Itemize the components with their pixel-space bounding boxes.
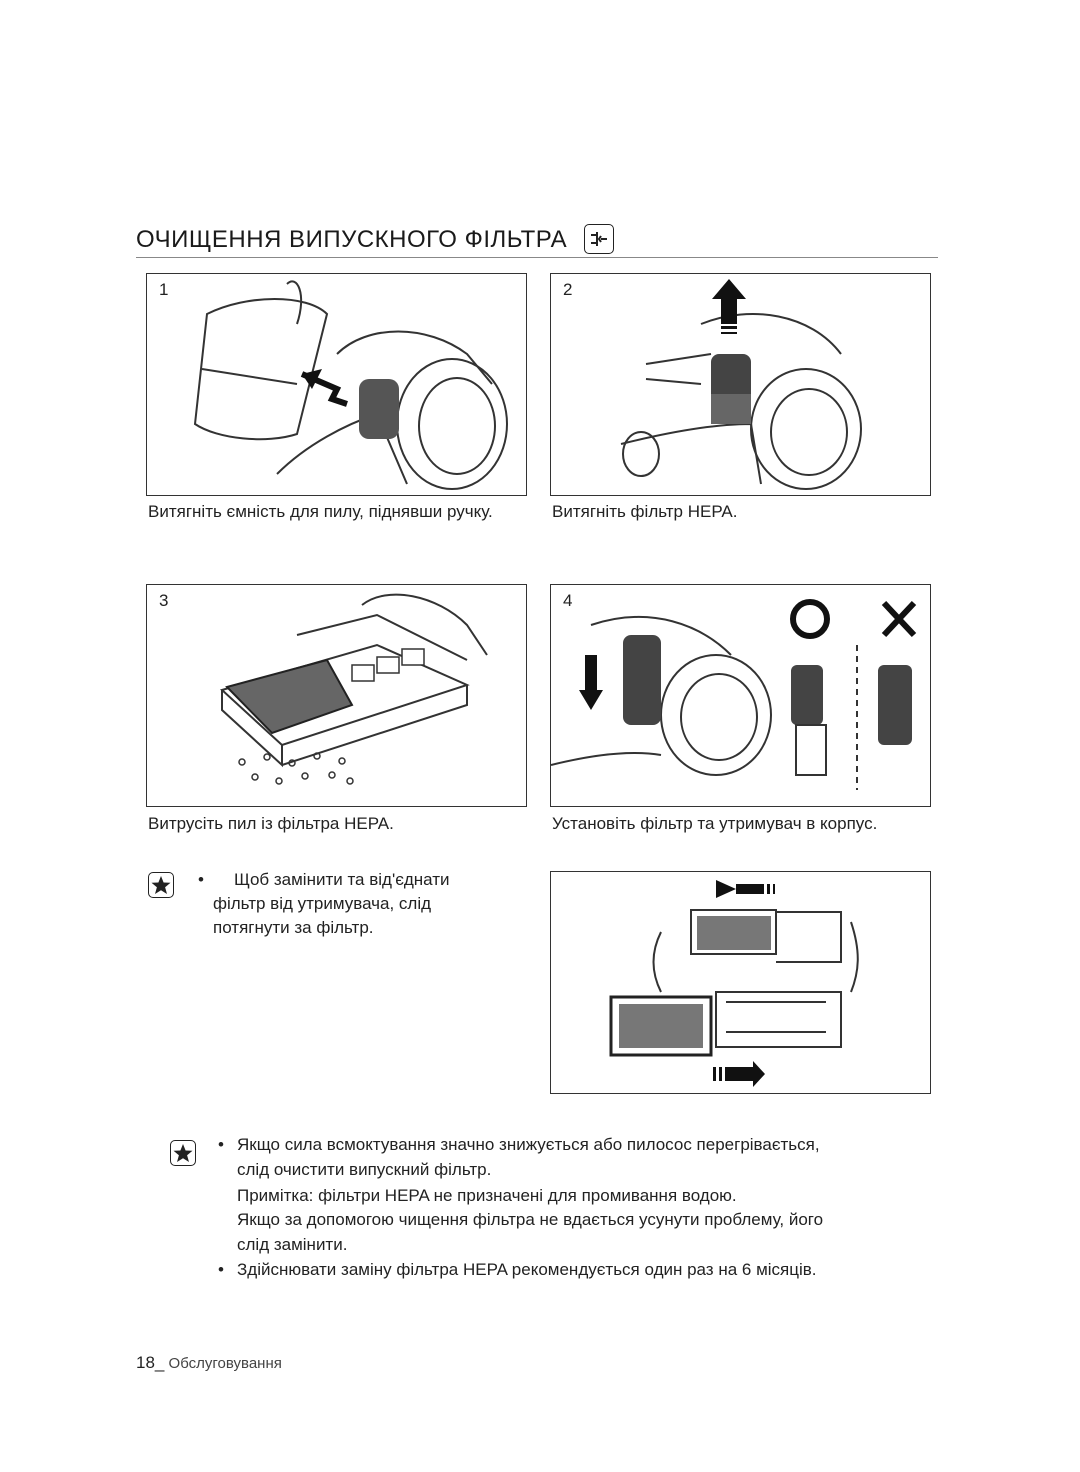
step-1-illustration: 1 xyxy=(146,273,527,496)
note-text-line: слід очистити випускний фільтр. xyxy=(237,1160,492,1179)
note-text-line: фільтр від утримувача, слід xyxy=(213,894,432,913)
note-text-line: Здійснювати заміну фільтра HEPA рекоменд… xyxy=(237,1260,817,1279)
step-1-caption: Витягніть ємність для пилу, піднявши руч… xyxy=(148,502,493,521)
step-number: 4 xyxy=(563,591,573,610)
note-icon xyxy=(148,872,174,898)
page-footer: 18_ Обслуговування xyxy=(136,1353,282,1373)
plug-icon xyxy=(584,224,614,254)
step-number: 2 xyxy=(563,280,573,299)
note-text-line: потягнути за фільтр. xyxy=(213,918,374,937)
footer-section: Обслуговування xyxy=(168,1355,282,1372)
note-text-line: Примітка: фільтри HEPA не призначені для… xyxy=(237,1186,737,1205)
note-text-line: Щоб замінити та від'єднати xyxy=(234,870,450,889)
bullet: • xyxy=(218,1260,224,1279)
page-number: 18_ xyxy=(136,1353,165,1372)
step-3-illustration: 3 xyxy=(146,584,527,807)
step-2-illustration: 2 xyxy=(550,273,931,496)
note-text-line: слід замінити. xyxy=(237,1235,348,1254)
step-number: 1 xyxy=(159,280,169,299)
step-2-caption: Витягніть фільтр HEPA. xyxy=(552,502,738,521)
note-icon xyxy=(170,1140,196,1166)
filter-separation-illustration xyxy=(550,871,931,1094)
step-number: 3 xyxy=(159,591,169,610)
section-title: ОЧИЩЕННЯ ВИПУСКНОГО ФІЛЬТРА xyxy=(136,226,568,253)
note-text-line: Якщо сила всмоктування значно знижується… xyxy=(237,1135,820,1154)
step-4-caption: Установіть фільтр та утримувач в корпус. xyxy=(552,814,878,833)
title-divider xyxy=(136,257,938,258)
bullet: • xyxy=(198,870,204,889)
bullet: • xyxy=(218,1135,224,1154)
step-3-caption: Витрусіть пил із фільтра HEPA. xyxy=(148,814,394,833)
note-text-line: Якщо за допомогою чищення фільтра не вда… xyxy=(237,1210,824,1229)
step-4-illustration: 4 xyxy=(550,584,931,807)
